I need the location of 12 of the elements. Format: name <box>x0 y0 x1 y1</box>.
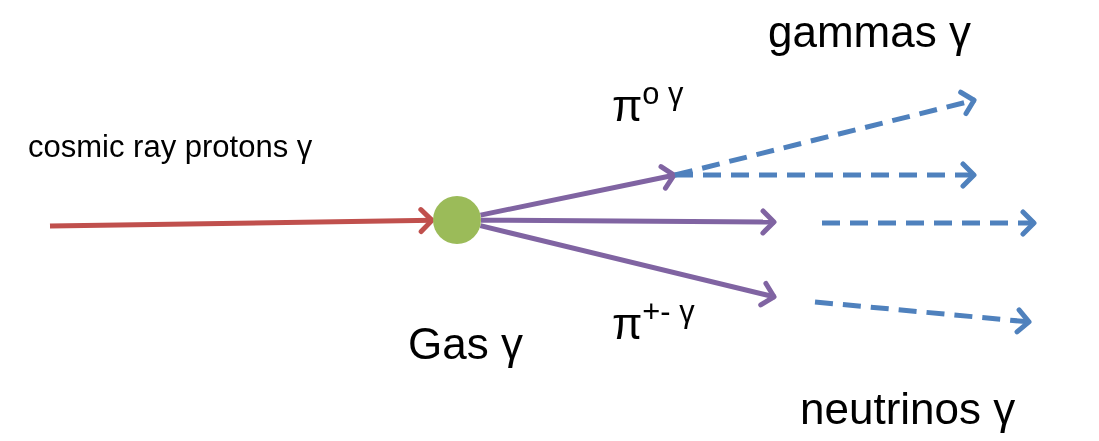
dashed-arrow <box>814 299 1032 335</box>
node-caption: Gas γ <box>408 320 523 369</box>
particle-label: gammas γ <box>768 8 971 57</box>
particle-label: π$^{o γ}$ <box>612 82 684 131</box>
arrow <box>479 223 777 308</box>
arrow <box>481 208 777 236</box>
particle-label: π$^{+- γ}$ <box>612 300 695 349</box>
particle-label: neutrinos γ <box>800 385 1016 434</box>
gas-circle <box>433 196 481 244</box>
arrow <box>480 164 677 218</box>
particle-label: cosmic ray protons γ <box>28 130 313 165</box>
arrow <box>49 207 435 235</box>
